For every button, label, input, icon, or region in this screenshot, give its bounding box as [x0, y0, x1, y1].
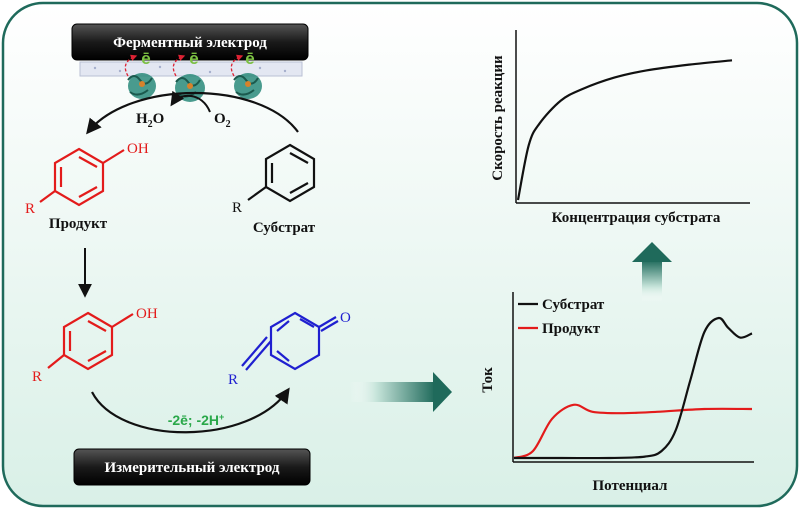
kinetics-ylabel: Скорость реакции [490, 55, 506, 181]
legend-label-substrate: Субстрат [542, 297, 605, 313]
oxygen-to-water-arrow [170, 90, 211, 113]
gradient-arrow [350, 372, 452, 412]
measuring-electrode-label: Измерительный электрод [105, 460, 280, 476]
product-bottom-r-label: R [32, 369, 42, 385]
enzyme-electrode: Ферментный электрод [71, 23, 309, 77]
protein-enzyme-icon [233, 73, 262, 99]
product-bottom-oh-label: OH [136, 306, 158, 322]
substrate-label: Субстрат [253, 220, 316, 236]
volt-ylabel: Ток [480, 367, 496, 393]
product-r-label: R [25, 201, 35, 217]
electron-symbol: ē [245, 49, 254, 68]
product-oh-label: OH [127, 141, 149, 157]
voltammogram-product-line [513, 403, 753, 460]
product-label: Продукт [49, 216, 108, 232]
enzyme-1: ē [124, 49, 156, 99]
legend: Субстрат Продукт [518, 297, 605, 337]
electron-symbol: ē [141, 49, 150, 68]
quinone-r-label: R [228, 372, 238, 388]
substrate-molecule [247, 143, 316, 203]
electron-symbol: ē [189, 49, 198, 68]
substrate-r-label: R [232, 200, 242, 216]
quinone-molecule [241, 311, 339, 371]
enzymatic-arc-arrow [86, 92, 299, 135]
voltammogram-chart: Субстрат Продукт Потенциал Ток [480, 292, 754, 494]
enzyme-electrode-label: Ферментный электрод [113, 35, 267, 51]
product-molecule-top [39, 147, 125, 207]
voltammogram-substrate-line [513, 316, 753, 460]
oxidation-arc-arrow [91, 387, 290, 434]
measuring-electrode: Измерительный электрод [73, 448, 311, 486]
water-label: H2O [136, 111, 164, 130]
oxidation-label: -2ē; -2H+ [168, 412, 225, 428]
product-molecule-bottom [47, 311, 134, 371]
kinetics-series-line [516, 59, 733, 201]
gradient-arrow [632, 242, 672, 302]
protein-enzyme-icon [127, 73, 156, 99]
quinone-o-label: O [340, 310, 351, 326]
legend-label-product: Продукт [542, 321, 601, 337]
oxygen-label: O2 [214, 111, 231, 130]
enzyme-3: ē [230, 49, 262, 99]
kinetics-xlabel: Концентрация субстрата [552, 210, 721, 226]
volt-xlabel: Потенциал [593, 478, 669, 494]
kinetics-chart: Концентрация субстрата Скорость реакции [490, 30, 750, 226]
